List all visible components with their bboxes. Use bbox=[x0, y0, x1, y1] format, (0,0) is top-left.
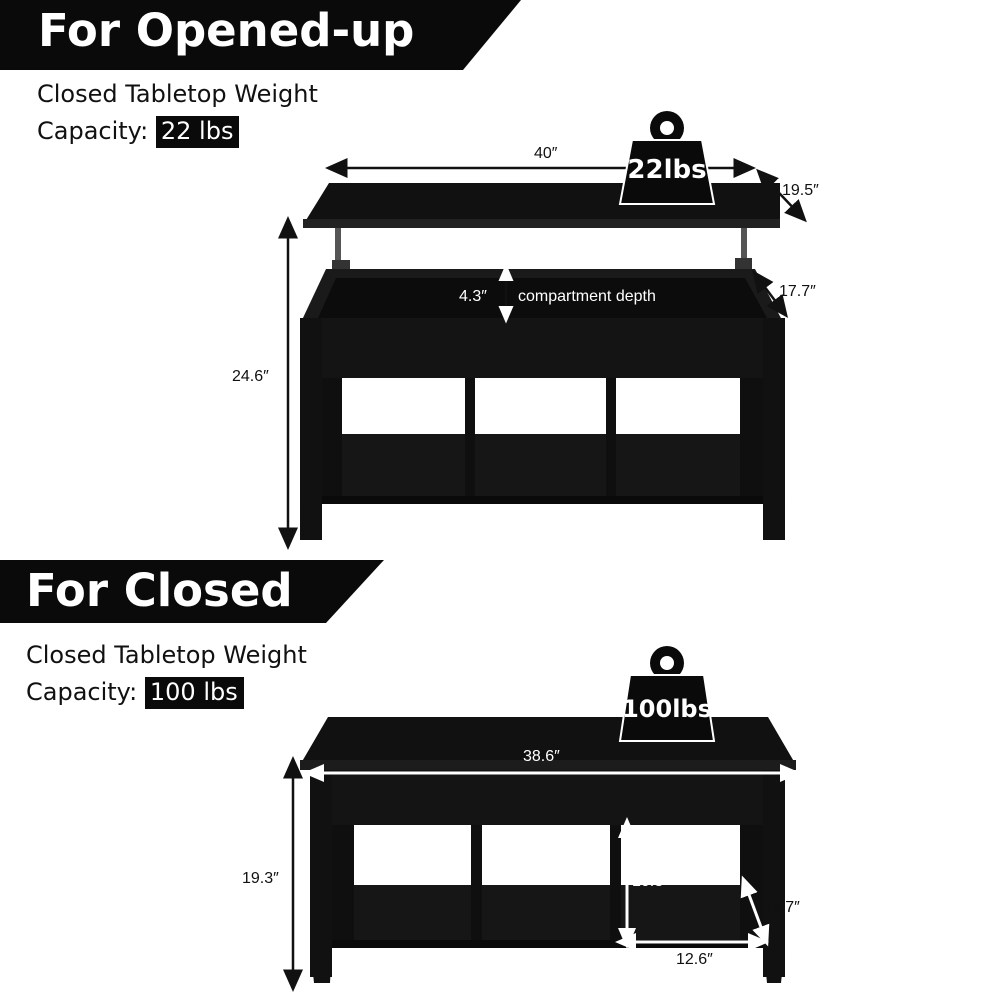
inner-depth-label: 17.7″ bbox=[779, 283, 816, 300]
shelf-width-label: 12.6″ bbox=[676, 951, 713, 968]
closed-width-label: 38.6″ bbox=[523, 748, 560, 765]
weight-icon bbox=[618, 111, 716, 205]
closed-height-label: 19.3″ bbox=[242, 870, 279, 887]
weight-badge-100: 100lbs bbox=[622, 695, 712, 723]
coffee-table-opened bbox=[300, 183, 785, 540]
closed-capacity-line2: Capacity: 100 lbs bbox=[26, 677, 244, 709]
closed-capacity-line1: Closed Tabletop Weight bbox=[26, 641, 307, 669]
opened-capacity-value: 22 lbs bbox=[155, 116, 240, 148]
opened-width-label: 40″ bbox=[534, 145, 558, 162]
shelf-depth-arrow bbox=[740, 875, 770, 947]
shelf-depth-label: 15.7″ bbox=[763, 899, 800, 916]
opened-capacity-line1: Closed Tabletop Weight bbox=[37, 80, 318, 108]
closed-banner-title: For Closed bbox=[26, 564, 293, 617]
closed-banner-bg bbox=[0, 560, 384, 623]
opened-banner-bg bbox=[0, 0, 521, 70]
weight-badge-22: 22lbs bbox=[627, 155, 707, 185]
weight-icon bbox=[618, 646, 716, 742]
opened-capacity-line2: Capacity: 22 lbs bbox=[37, 116, 240, 148]
closed-capacity-value: 100 lbs bbox=[144, 677, 244, 709]
opened-banner-title: For Opened-up bbox=[38, 4, 415, 57]
opened-depth-label: 19.5″ bbox=[782, 182, 819, 199]
opened-capacity-label: Capacity: bbox=[37, 117, 149, 145]
compartment-depth-value: 4.3″ bbox=[459, 288, 487, 305]
opened-depth-arrow bbox=[756, 168, 807, 223]
opened-height-label: 24.6″ bbox=[232, 368, 269, 385]
shelf-height-label: 10.3″ bbox=[632, 873, 669, 890]
inner-depth-arrow bbox=[752, 270, 788, 318]
compartment-depth-label: compartment depth bbox=[518, 288, 656, 305]
closed-capacity-label: Capacity: bbox=[26, 678, 138, 706]
